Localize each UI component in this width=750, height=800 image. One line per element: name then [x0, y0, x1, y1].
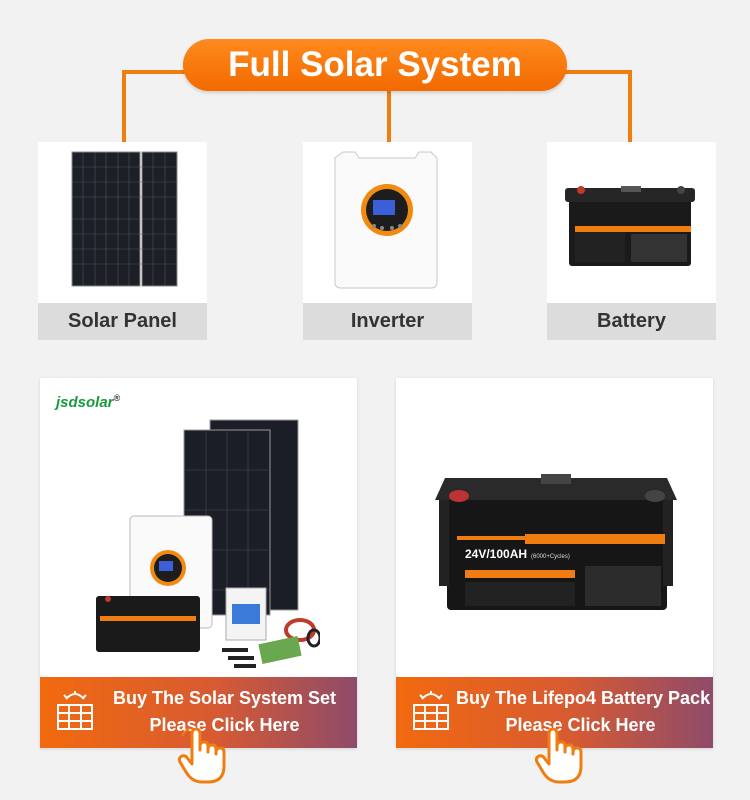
connector-line-right-v	[628, 70, 632, 142]
category-label-inverter: Inverter	[303, 303, 472, 340]
category-label-solar-panel: Solar Panel	[38, 303, 207, 340]
buy-lifepo4-battery-pack-button[interactable]: Buy The Lifepo4 Battery Pack Please Clic…	[396, 677, 713, 748]
connector-line-right-h	[560, 70, 632, 74]
solar-panel-image	[71, 151, 178, 287]
solar-panel-icon	[413, 691, 449, 730]
battery-model-label: 24V/100AH	[465, 547, 527, 561]
category-card-battery[interactable]: Battery	[547, 142, 716, 340]
buy-button-line1: Buy The Solar System Set	[112, 688, 337, 708]
registered-mark: ®	[113, 393, 121, 403]
page-title: Full Solar System	[183, 39, 567, 91]
solar-panel-icon	[57, 691, 93, 730]
pointing-hand-icon	[177, 728, 226, 784]
connector-line-left-h	[122, 70, 192, 74]
brand-logo: jsdsolar®	[56, 393, 120, 411]
connector-line-left-v	[122, 70, 126, 142]
pointing-hand-icon	[534, 728, 583, 784]
brand-logo-text: jsdsolar	[56, 394, 114, 411]
category-label-battery: Battery	[547, 303, 716, 340]
connector-line-center-v	[387, 90, 391, 142]
inverter-image	[334, 151, 438, 289]
lifepo4-battery-image: 24V/100AH (6000+Cycles)	[435, 474, 677, 610]
category-card-solar-panel[interactable]: Solar Panel	[38, 142, 207, 340]
battery-image	[565, 186, 695, 266]
category-card-inverter[interactable]: Inverter	[303, 142, 472, 340]
battery-cycles-label: (6000+Cycles)	[531, 554, 570, 560]
buy-button-line2: Please Click Here	[505, 715, 656, 735]
buy-button-line1: Buy The Lifepo4 Battery Pack	[456, 688, 711, 708]
solar-system-set-image	[96, 419, 320, 668]
